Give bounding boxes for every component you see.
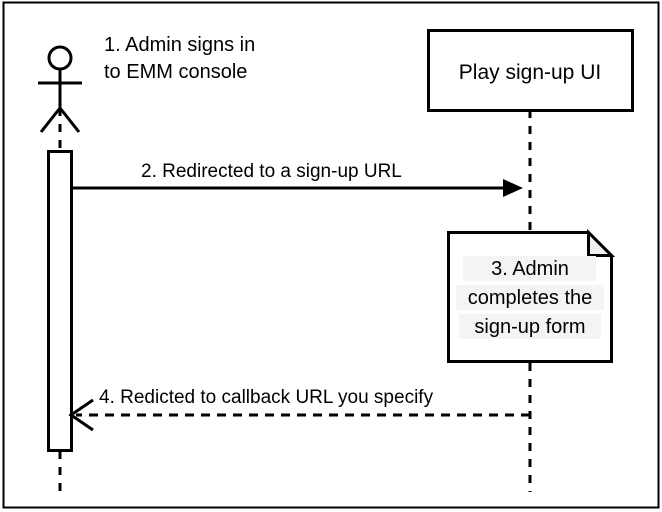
message-4-label: 4. Redicted to callback URL you specify bbox=[99, 387, 434, 408]
note-line-2-highlight bbox=[456, 285, 604, 310]
stick-figure-actor-icon bbox=[38, 45, 82, 133]
note-fold-corner-icon bbox=[587, 228, 616, 257]
participant-label-play-signup-ui: Play sign-up UI bbox=[459, 61, 601, 84]
message-2-label: 2. Redirected to a sign-up URL bbox=[141, 161, 402, 182]
participant-box-play-signup-ui[interactable] bbox=[427, 29, 634, 112]
note-step-3-line-3: sign-up form bbox=[474, 316, 585, 338]
actor-activation-bar bbox=[47, 150, 73, 452]
note-line-3-highlight bbox=[459, 314, 601, 339]
actor-left-leg-icon bbox=[39, 107, 62, 133]
annotation-step-1-line-1: 1. Admin signs in bbox=[104, 34, 255, 56]
actor-head-icon bbox=[47, 45, 73, 71]
note-step-3-line-2: completes the bbox=[468, 287, 593, 309]
annotation-step-1-line-2: to EMM console bbox=[104, 61, 247, 83]
note-line-1-highlight bbox=[463, 256, 596, 281]
note-step-3[interactable]: 3. Admin completes the sign-up form bbox=[447, 228, 616, 363]
note-step-3-line-1: 3. Admin bbox=[491, 258, 569, 280]
message-4-arrowhead-icon bbox=[68, 398, 94, 432]
actor-right-leg-icon bbox=[58, 107, 81, 133]
message-2-arrowhead-icon bbox=[503, 179, 523, 197]
